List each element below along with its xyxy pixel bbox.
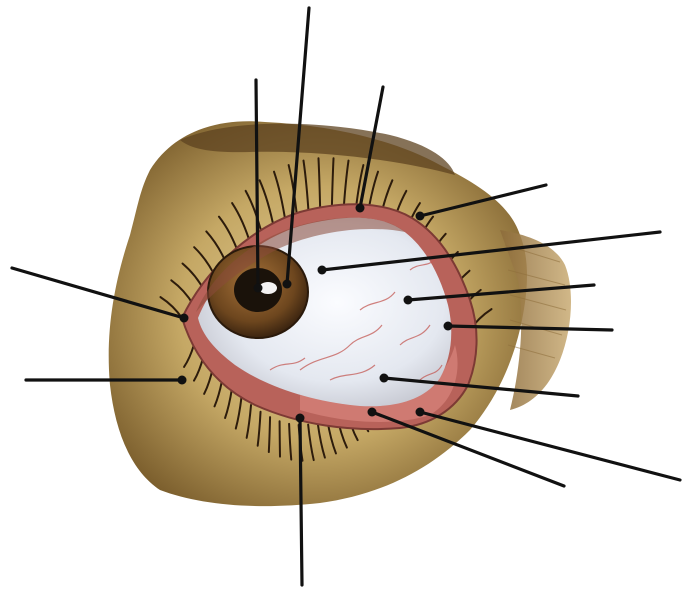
leader-dot-13 [180, 314, 189, 323]
leader-dot-6 [404, 296, 413, 305]
leader-line-2 [256, 80, 258, 288]
leader-dot-10 [368, 408, 377, 417]
leader-dot-3 [356, 204, 365, 213]
leader-dot-12 [178, 376, 187, 385]
leader-dot-5 [318, 266, 327, 275]
leader-dot-4 [416, 212, 425, 221]
leader-dot-1 [283, 280, 292, 289]
leader-dot-2 [254, 284, 263, 293]
leader-dot-7 [444, 322, 453, 331]
leader-line-11 [300, 418, 302, 585]
lower-lash-9 [269, 417, 270, 452]
leader-dot-11 [296, 414, 305, 423]
leader-dot-8 [380, 374, 389, 383]
leader-dot-9 [416, 408, 425, 417]
